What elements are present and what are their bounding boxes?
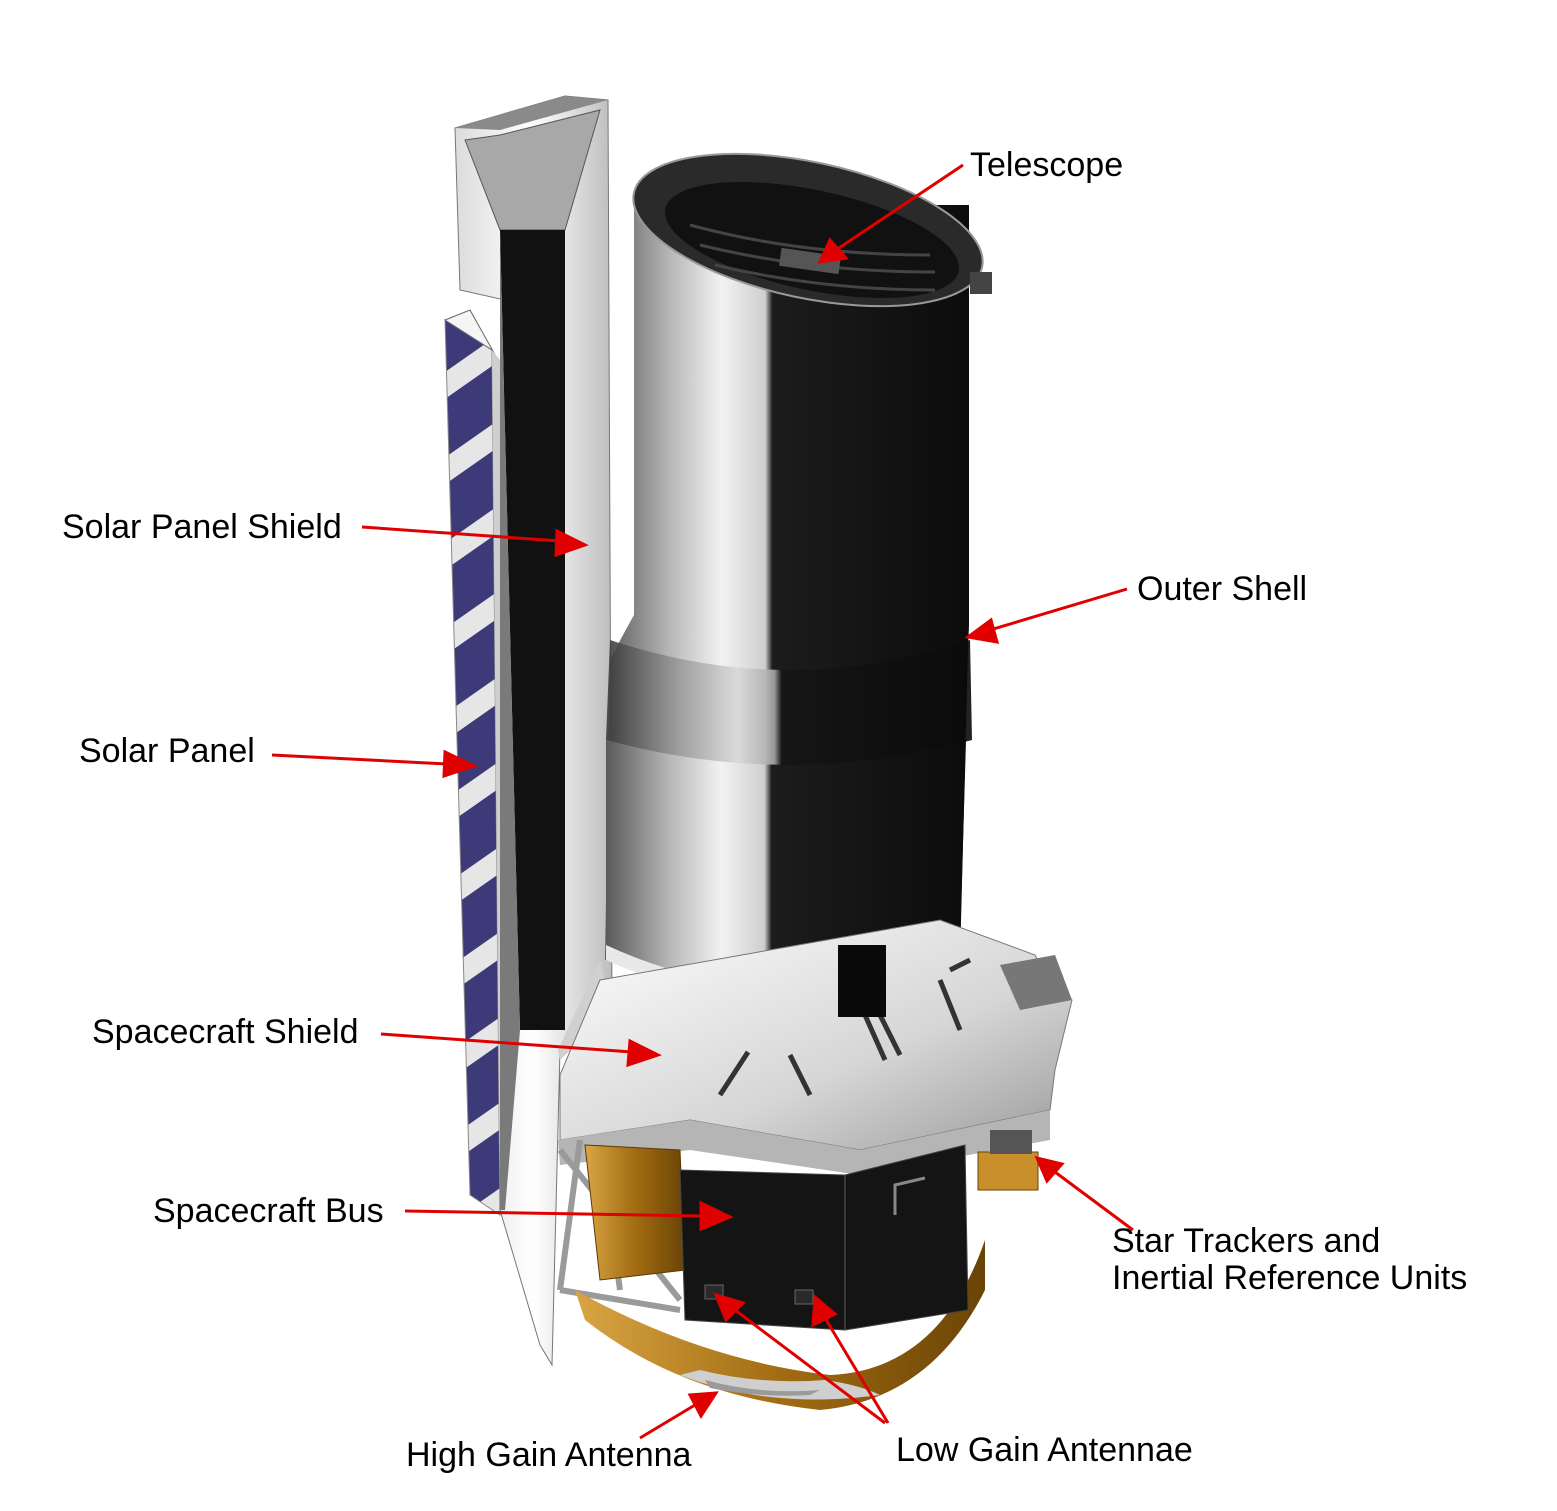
outer-shell-shape [605, 205, 972, 1003]
star-trackers-label-line1: Star Trackers and [1112, 1222, 1381, 1260]
arrow-spacecraft-bus [404, 1200, 734, 1232]
outer-shell-label: Outer Shell [1137, 570, 1308, 608]
star-trackers-label-line2: Inertial Reference Units [1112, 1259, 1468, 1297]
leader-arrows [271, 163, 1134, 1440]
solar-panel-shield-label: Solar Panel Shield [62, 508, 342, 546]
arrow-outer-shell [964, 587, 1128, 644]
arrow-telescope [817, 163, 964, 264]
solar-panel-label: Solar Panel [79, 732, 255, 770]
spacecraft-shield-label: Spacecraft Shield [92, 1013, 359, 1051]
star-trackers-label: Star Trackers and Inertial Reference Uni… [1112, 1223, 1467, 1297]
arrow-low-gain-2 [811, 1293, 890, 1424]
high-gain-antenna-label: High Gain Antenna [406, 1436, 692, 1474]
arrow-low-gain-1 [713, 1292, 886, 1425]
low-gain-antennae-label: Low Gain Antennae [896, 1431, 1193, 1469]
arrow-star-trackers [1034, 1155, 1134, 1232]
arrow-solar-panel [271, 749, 478, 779]
high-gain-antenna-shape [680, 1370, 880, 1400]
telescope-label: Telescope [970, 146, 1124, 184]
spacecraft-bus-shape [679, 1144, 969, 1331]
gold-foil-shape [575, 1130, 1039, 1410]
arrow-spacecraft-shield [380, 1032, 662, 1068]
telescope-aperture-shape [632, 152, 992, 308]
arrow-solar-panel-shield [361, 525, 589, 558]
spacecraft-bus-label: Spacecraft Bus [153, 1192, 384, 1230]
arrow-high-gain-antenna [639, 1391, 719, 1440]
